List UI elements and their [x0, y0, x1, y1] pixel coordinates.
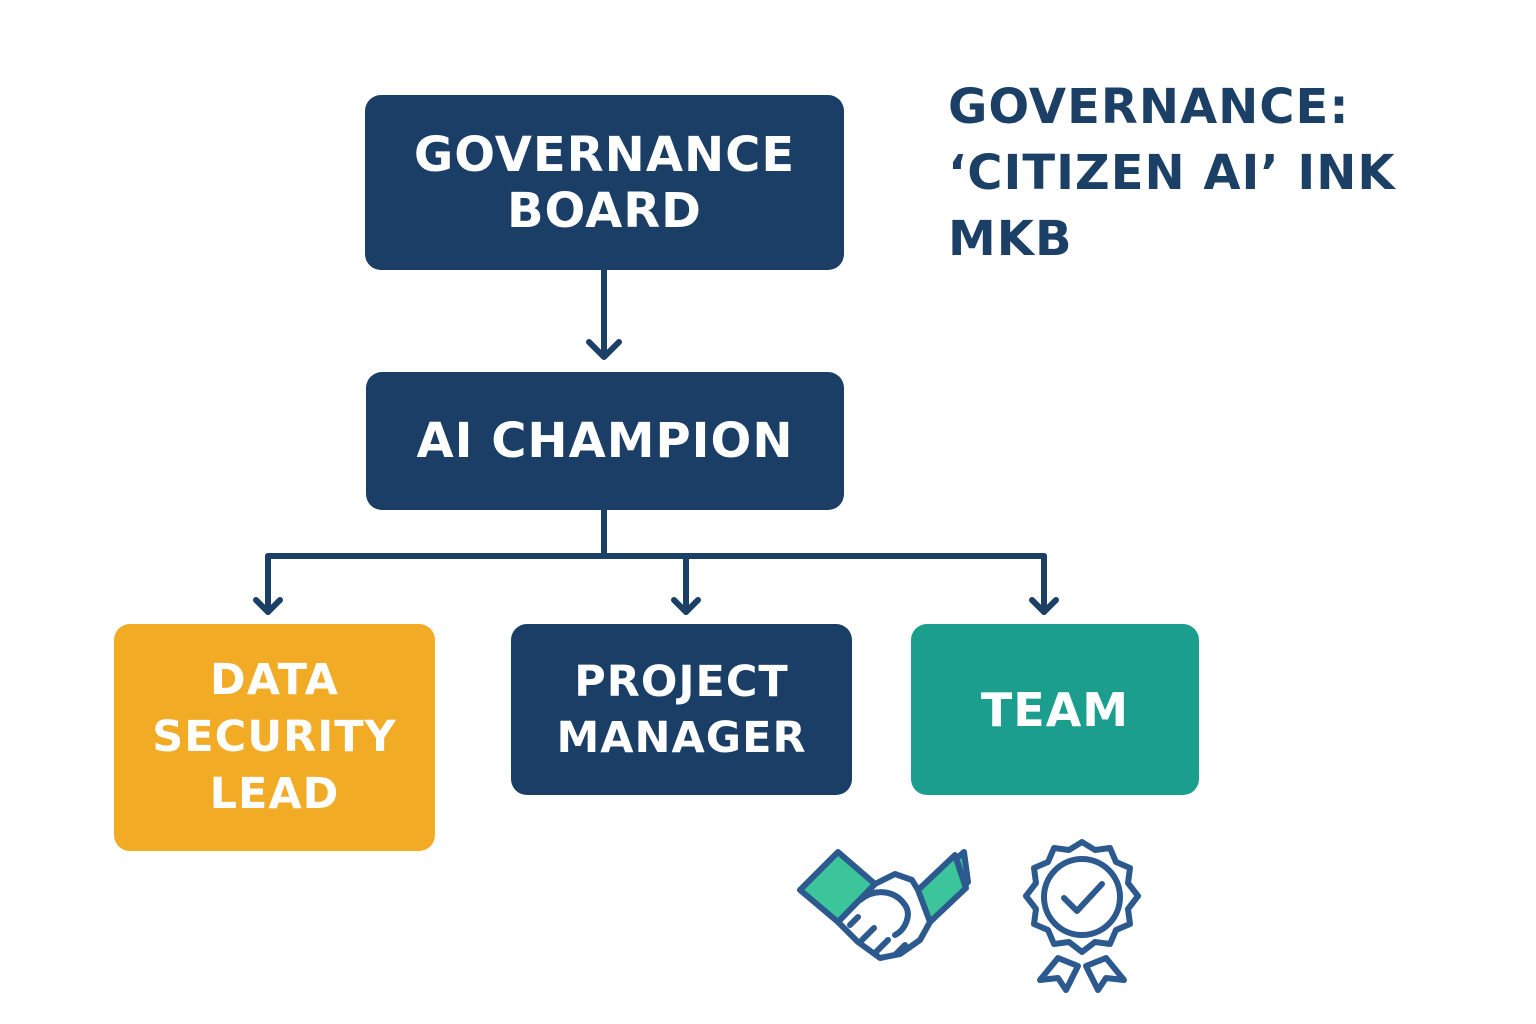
node-label-line: DATA	[210, 655, 339, 705]
diagram-title: GOVERNANCE: ‘CITIZEN AI’ INK MKB	[948, 74, 1508, 272]
arrowhead-security	[253, 597, 283, 615]
node-label-line: SECURITY	[152, 712, 397, 762]
arrowhead-team	[1029, 597, 1059, 615]
node-label-line: BOARD	[506, 182, 703, 239]
node-label-line: LEAD	[209, 769, 340, 819]
node-data-security-lead: DATA SECURITY LEAD	[114, 624, 435, 851]
node-label-line: MANAGER	[556, 712, 807, 763]
arrowhead-champion	[586, 339, 622, 360]
title-line-2: ‘CITIZEN AI’ INK	[948, 145, 1396, 201]
arrowhead-pm	[671, 597, 701, 615]
node-team: TEAM	[911, 624, 1199, 795]
title-line-1: GOVERNANCE:	[948, 79, 1350, 135]
title-line-3: MKB	[948, 211, 1073, 267]
node-project-manager: PROJECT MANAGER	[511, 624, 852, 795]
node-ai-champion: AI CHAMPION	[366, 372, 844, 510]
node-label-line: PROJECT	[574, 656, 789, 707]
node-label-line: AI CHAMPION	[416, 413, 794, 469]
node-label-line: GOVERNANCE	[413, 126, 796, 183]
node-label-line: TEAM	[980, 682, 1130, 737]
node-governance-board: GOVERNANCE BOARD	[365, 95, 844, 270]
